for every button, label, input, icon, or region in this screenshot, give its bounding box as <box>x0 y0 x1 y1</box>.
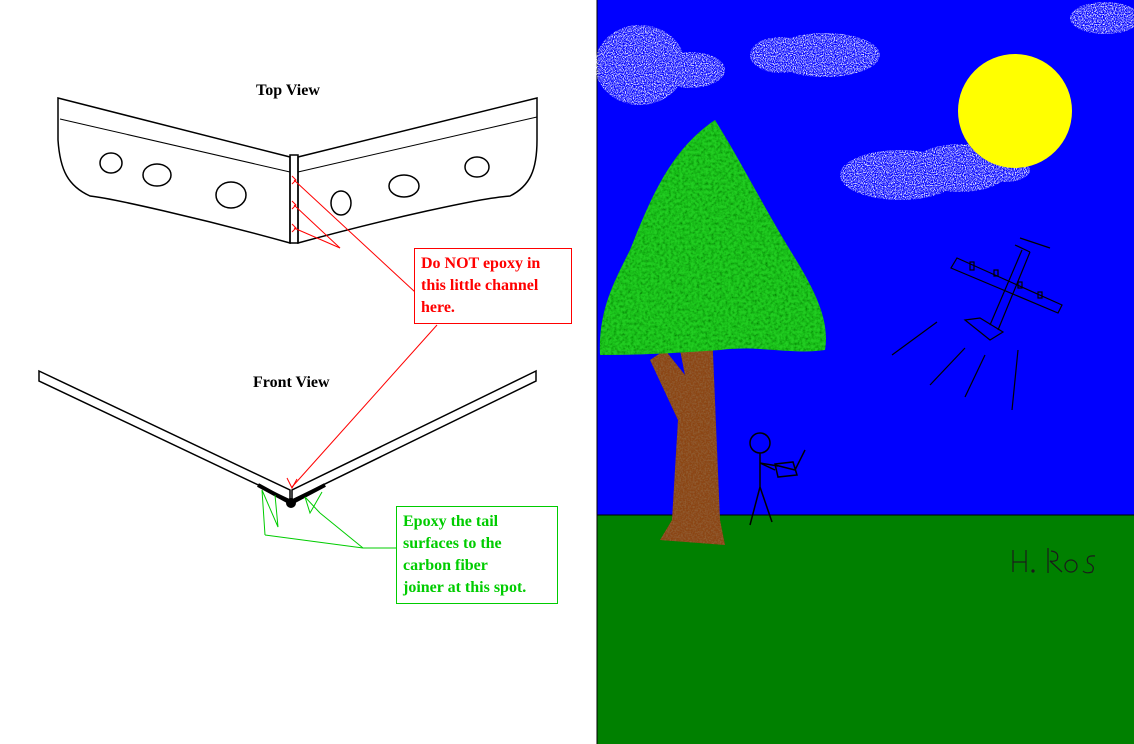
top-view-title: Top View <box>256 82 320 99</box>
right-wing-spar-line <box>297 116 538 173</box>
channel-warning-callout: Do NOT epoxy in this little channel here… <box>414 248 572 324</box>
epoxy-instruction-leaders <box>261 489 396 549</box>
top-view-wings <box>57 97 538 244</box>
lightening-hole <box>99 152 123 174</box>
tree <box>599 120 826 545</box>
stick-figure-pilot <box>749 432 806 526</box>
cartoon-scene <box>595 0 1134 744</box>
lightening-hole <box>142 163 172 187</box>
callout-line: carbon fiber <box>403 557 488 574</box>
grass <box>597 515 1134 744</box>
sun <box>958 54 1072 168</box>
tree-trunk <box>650 300 725 545</box>
callout-line: joiner at this spot. <box>403 579 527 596</box>
right-wing-top-view <box>297 97 538 244</box>
clouds <box>595 2 1134 200</box>
crashing-airplane <box>891 237 1063 411</box>
carbon-fiber-joiner <box>257 483 326 508</box>
callout-line: Epoxy the tail <box>403 513 499 530</box>
signature-art <box>1012 548 1096 574</box>
channel-warning-leaders <box>286 175 438 490</box>
epoxy-instruction-callout: Epoxy the tail surfaces to the carbon fi… <box>396 506 558 604</box>
callout-line: surfaces to the <box>403 535 502 552</box>
center-joiner-channel <box>289 154 299 244</box>
front-view-title: Front View <box>253 374 330 391</box>
callout-line: here. <box>421 299 455 316</box>
lightening-hole <box>215 181 247 209</box>
callout-line: Do NOT epoxy in <box>421 255 541 272</box>
lightening-hole <box>464 156 490 178</box>
left-wing-spar-line <box>59 118 291 173</box>
callout-line: this little channel <box>421 277 539 294</box>
lightening-hole <box>388 174 420 198</box>
lightening-hole <box>330 190 352 216</box>
left-wing-top-view <box>57 97 291 244</box>
tree-foliage <box>599 120 826 355</box>
